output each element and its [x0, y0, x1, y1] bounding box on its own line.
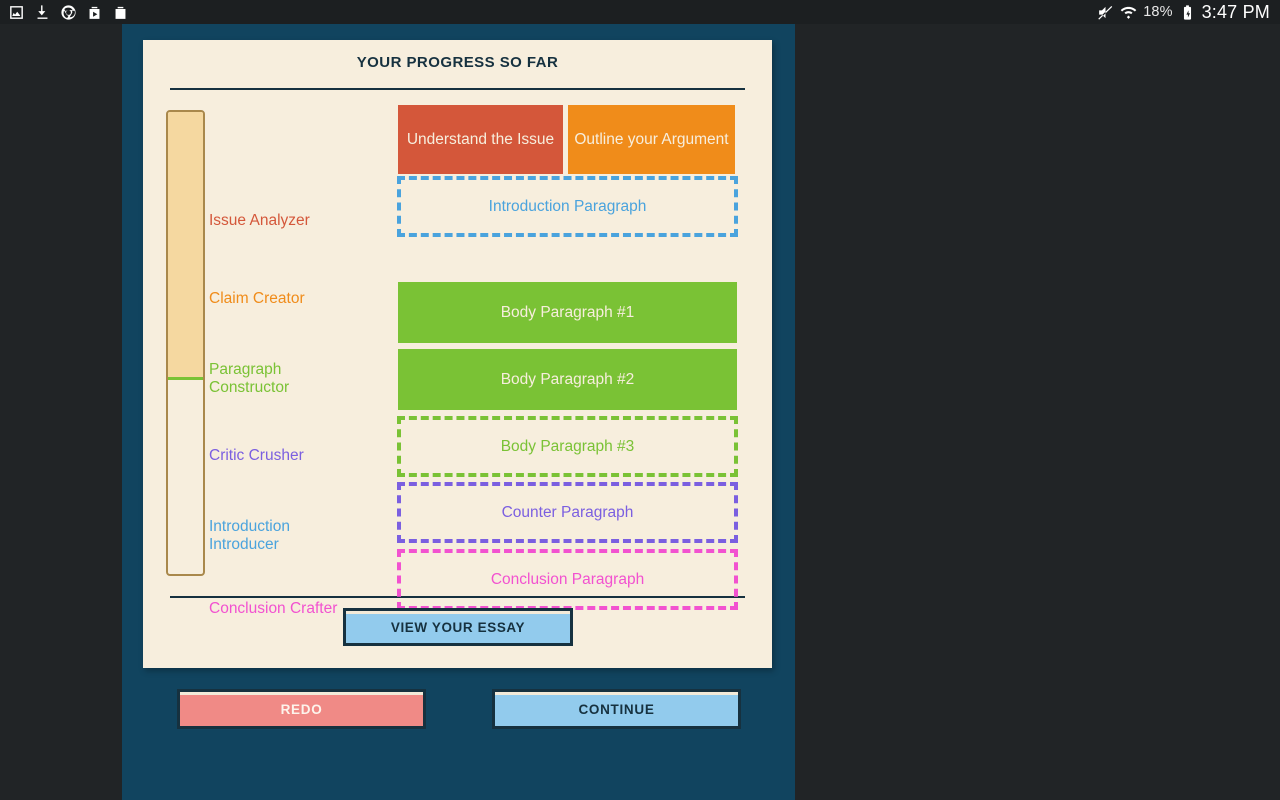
divider-top	[170, 88, 745, 90]
stage-label-3: Critic Crusher	[209, 447, 304, 464]
essay-progress-fill	[168, 112, 203, 380]
wifi-icon	[1120, 6, 1137, 19]
status-bar-notification-icons	[0, 4, 129, 21]
essay-block-5[interactable]: Body Paragraph #3	[397, 416, 738, 477]
volume-mute-icon	[1098, 5, 1113, 20]
status-bar-system-icons: 18% 3:47 PM	[1097, 2, 1280, 23]
battery-percent-label: 18%	[1143, 4, 1173, 20]
device-bezel-left	[0, 24, 122, 800]
android-status-bar: 18% 3:47 PM	[0, 0, 1280, 24]
essay-block-1[interactable]: Outline your Argument	[568, 105, 735, 174]
essay-block-label: Understand the Issue	[406, 130, 555, 148]
view-essay-button[interactable]: VIEW YOUR ESSAY	[343, 608, 573, 646]
chrome-icon	[61, 4, 76, 20]
status-bar-clock: 3:47 PM	[1201, 1, 1270, 22]
essay-block-4[interactable]: Body Paragraph #2	[398, 349, 737, 410]
essay-block-label: Outline your Argument	[574, 130, 729, 148]
essay-block-6[interactable]: Counter Paragraph	[397, 482, 738, 543]
download-icon	[37, 4, 48, 19]
stage-label-1: Claim Creator	[209, 290, 305, 307]
device-bezel-right	[795, 24, 1280, 800]
page-title: YOUR PROGRESS SO FAR	[356, 54, 559, 71]
essay-block-label: Body Paragraph #2	[500, 370, 635, 388]
essay-block-label: Body Paragraph #1	[500, 303, 635, 321]
essay-block-0[interactable]: Understand the Issue	[398, 105, 563, 174]
continue-button[interactable]: CONTINUE	[492, 689, 741, 729]
essay-block-label: Body Paragraph #3	[500, 437, 635, 455]
essay-block-label: Counter Paragraph	[501, 503, 634, 521]
photo-icon	[10, 5, 23, 19]
view-essay-button-label: VIEW YOUR ESSAY	[390, 619, 526, 635]
divider-bottom	[170, 596, 745, 598]
essay-block-7[interactable]: Conclusion Paragraph	[397, 549, 738, 610]
stage-label-4: Introduction Introducer	[209, 518, 290, 553]
continue-button-label: CONTINUE	[578, 701, 655, 717]
redo-button-label: REDO	[280, 701, 323, 717]
redo-button[interactable]: REDO	[177, 689, 426, 729]
app-check-icon	[115, 6, 126, 19]
essay-block-label: Conclusion Paragraph	[490, 570, 645, 588]
play-store-icon	[89, 6, 100, 19]
stage-label-0: Issue Analyzer	[209, 212, 310, 229]
essay-block-2[interactable]: Introduction Paragraph	[397, 176, 738, 237]
stage-label-5: Conclusion Crafter	[209, 600, 338, 617]
stage-label-2: Paragraph Constructor	[209, 361, 290, 396]
battery-charging-icon	[1183, 4, 1191, 20]
essay-progress-bar	[166, 110, 205, 576]
essay-block-3[interactable]: Body Paragraph #1	[398, 282, 737, 343]
essay-block-label: Introduction Paragraph	[488, 197, 647, 215]
